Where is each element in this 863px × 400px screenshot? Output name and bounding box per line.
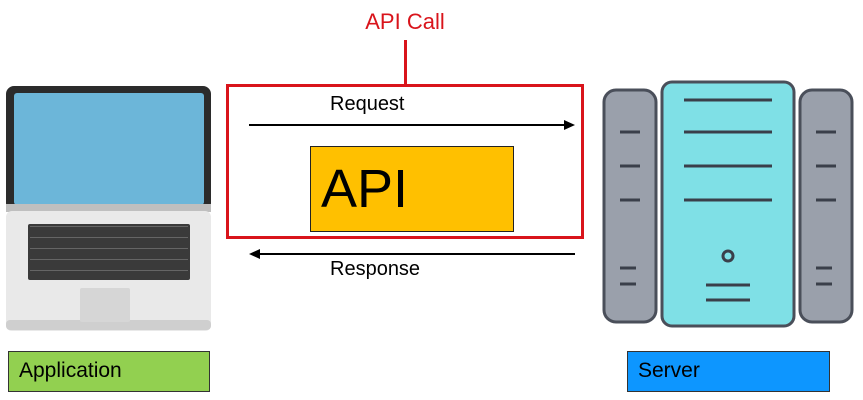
api-call-frame [226, 84, 584, 239]
laptop-icon [6, 86, 211, 331]
server-label: Server [638, 359, 700, 382]
application-label: Application [19, 359, 122, 382]
api-call-label: API Call [365, 9, 445, 34]
response-label: Response [330, 258, 421, 280]
server-label-box: Server [627, 351, 830, 392]
api-label: API [321, 159, 409, 219]
api-call-connector [404, 40, 407, 84]
application-label-box: Application [8, 351, 210, 392]
api-box: API [310, 146, 514, 232]
request-label: Request [330, 93, 405, 115]
server-icon [602, 80, 854, 328]
